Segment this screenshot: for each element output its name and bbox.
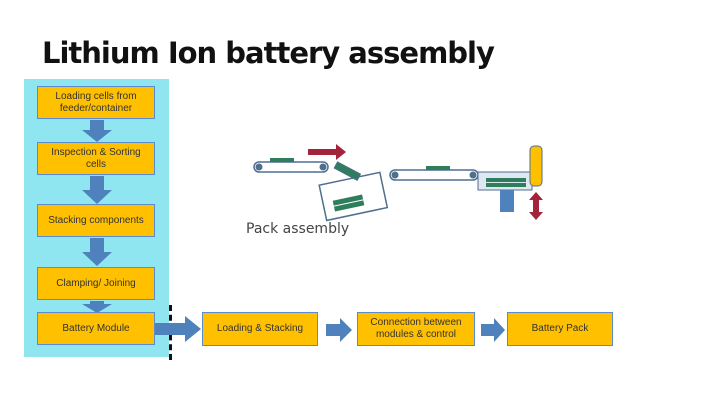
step-clamping-joining: Clamping/ Joining (37, 267, 155, 300)
step-battery-module: Battery Module (37, 312, 155, 345)
pack-assembly-illustration (253, 144, 543, 222)
down-arrow-icon (82, 120, 112, 142)
step-loading-stacking: Loading & Stacking (202, 312, 318, 346)
step-loading-cells: Loading cells from feeder/container (37, 86, 155, 119)
slide-title: Lithium Ion battery assembly (42, 36, 495, 70)
illustration-caption: Pack assembly (246, 221, 350, 237)
down-arrow-icon (82, 238, 112, 266)
right-arrow-icon (326, 318, 352, 342)
right-arrow-icon (155, 316, 201, 342)
down-arrow-icon (82, 176, 112, 204)
right-arrow-icon (481, 318, 505, 342)
step-stacking-components: Stacking components (37, 204, 155, 237)
step-inspection-sorting: Inspection & Sorting cells (37, 142, 155, 175)
step-connection-modules-control: Connection between modules & control (357, 312, 475, 346)
step-battery-pack: Battery Pack (507, 312, 613, 346)
down-arrow-icon (82, 301, 112, 313)
